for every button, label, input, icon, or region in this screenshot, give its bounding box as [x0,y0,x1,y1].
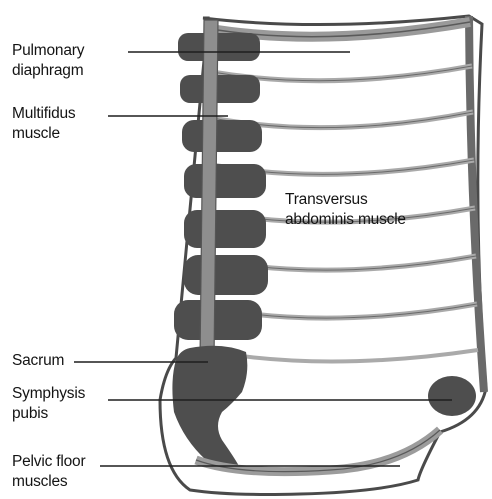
pulmonary-diaphragm-label: Pulmonary diaphragm [12,41,84,81]
transversus-line1: Transversus [285,190,406,210]
sacrum-label: Sacrum [12,351,64,371]
pelvic-floor-label: Pelvic floor muscles [12,452,85,492]
vertebra-2 [180,75,260,103]
band-7 [214,350,478,362]
transversus-label: Transversus abdominis muscle [285,190,406,230]
sacrum-line1: Sacrum [12,351,64,371]
multifidus-label: Multifidus muscle [12,104,75,144]
pulmonary-diaphragm-line1: Pulmonary [12,41,84,61]
pelvic-floor-line2: muscles [12,472,85,492]
symphysis-line2: pubis [12,404,85,424]
pelvic-floor-line1: Pelvic floor [12,452,85,472]
sacrum-shape [172,346,247,468]
symphysis-line1: Symphysis [12,384,85,404]
transversus-line2: abdominis muscle [285,210,406,230]
symphysis-pubis-shape [428,376,476,416]
symphysis-label: Symphysis pubis [12,384,85,424]
abdominal-wall-edge [469,16,484,392]
vertebra-5 [184,210,266,248]
vertebra-3 [182,120,262,152]
vertebra-1 [178,33,260,61]
vertebra-7 [174,300,262,340]
vertebra-6 [184,255,268,295]
multifidus-line2: muscle [12,124,75,144]
vertebra-4 [184,164,266,198]
pulmonary-diaphragm-line2: diaphragm [12,61,84,81]
vertebrae [174,33,268,340]
multifidus-line1: Multifidus [12,104,75,124]
